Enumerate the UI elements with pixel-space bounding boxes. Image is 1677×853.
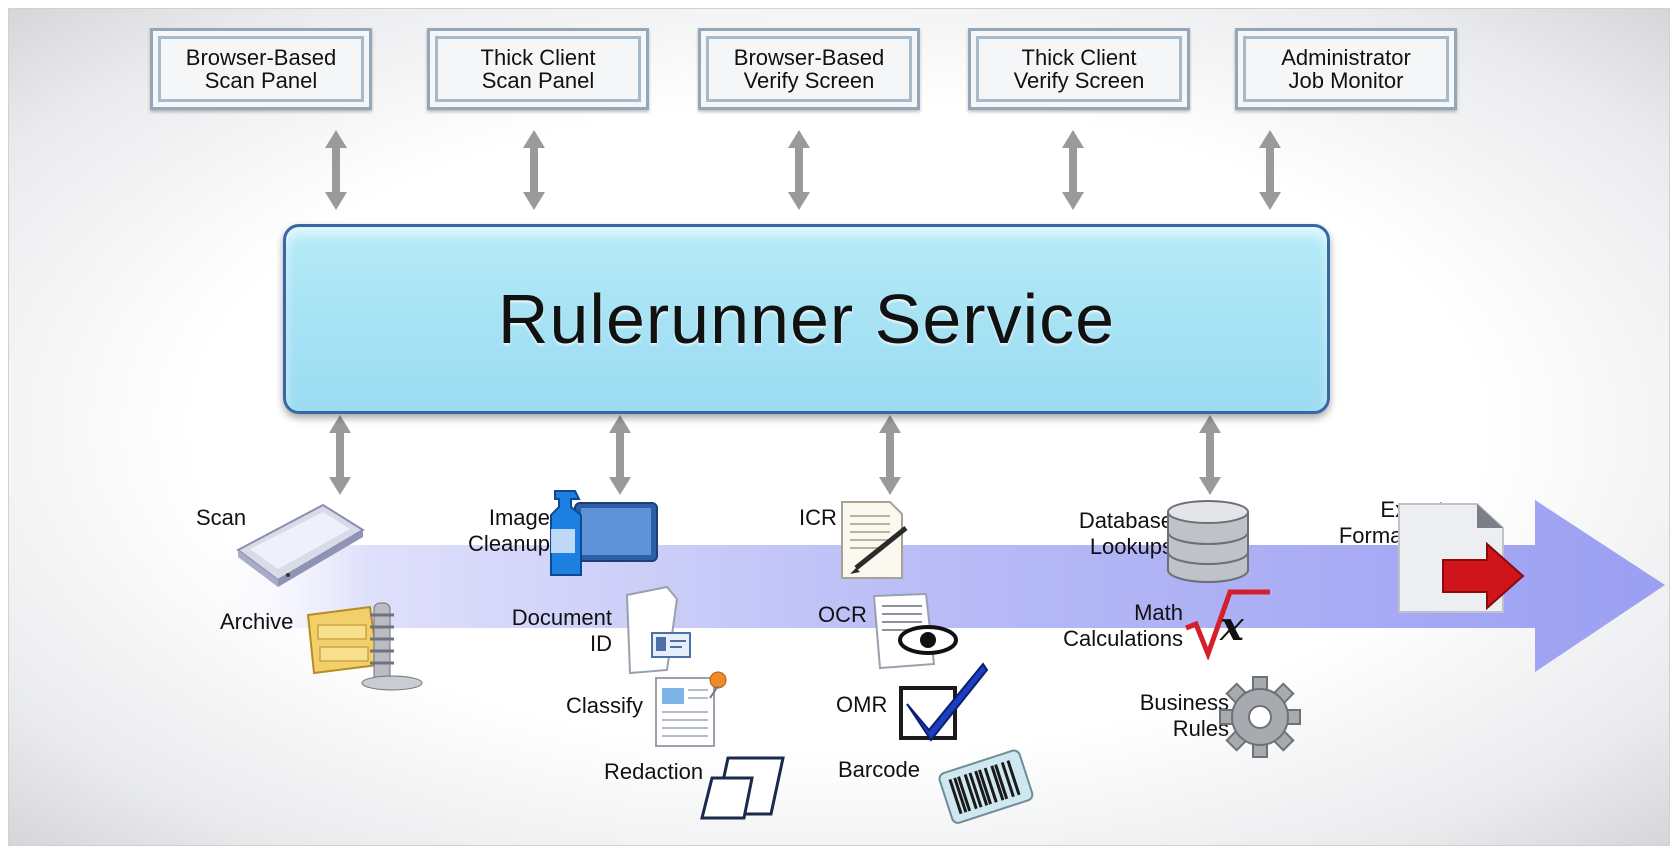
export-document-icon — [1398, 503, 1525, 613]
database-lookups-label: Database Lookups — [1078, 508, 1173, 559]
icr-label: ICR — [799, 505, 837, 530]
thick-client-verify-screen-box: Thick Client Verify Screen — [968, 28, 1190, 110]
box-label: Thick Client Scan Panel — [480, 45, 596, 93]
gear-icon — [1219, 676, 1301, 758]
administrator-job-monitor-box: Administrator Job Monitor — [1235, 28, 1457, 110]
math-calculations-label: Math Calculations — [1063, 600, 1183, 651]
image-cleanup-icon — [550, 490, 658, 576]
document-id-label: Document ID — [511, 605, 612, 656]
svg-text:x: x — [1219, 603, 1245, 650]
double-arrow-icon — [325, 130, 347, 210]
ocr-label: OCR — [818, 602, 867, 627]
double-arrow-icon — [609, 415, 631, 495]
box-label: Administrator Job Monitor — [1281, 45, 1411, 93]
redaction-icon — [700, 756, 785, 820]
scanner-icon — [236, 503, 365, 587]
double-arrow-icon — [1062, 130, 1084, 210]
math-sqrt-icon: x — [1185, 589, 1270, 660]
thick-client-scan-panel-box: Thick Client Scan Panel — [427, 28, 649, 110]
double-arrow-icon — [788, 130, 810, 210]
archive-icon — [306, 602, 423, 691]
double-arrow-icon — [1199, 415, 1221, 495]
omr-checkmark-icon — [899, 662, 989, 742]
double-arrow-icon — [329, 415, 351, 495]
database-icon — [1167, 500, 1249, 583]
ocr-icon — [872, 592, 958, 670]
rulerunner-service-box: Rulerunner Service — [283, 224, 1330, 414]
service-title: Rulerunner Service — [497, 280, 1116, 358]
redaction-label: Redaction — [604, 759, 704, 784]
box-label: Browser-Based Scan Panel — [185, 45, 337, 93]
box-label: Thick Client Verify Screen — [1013, 45, 1145, 93]
double-arrow-icon — [1259, 130, 1281, 210]
classify-icon — [655, 671, 727, 747]
browser-scan-panel-box: Browser-Based Scan Panel — [150, 28, 372, 110]
classify-label: Classify — [566, 693, 644, 718]
omr-label: OMR — [836, 692, 888, 717]
document-id-icon — [625, 585, 691, 675]
archive-label: Archive — [220, 609, 294, 634]
double-arrow-icon — [523, 130, 545, 210]
icr-icon — [841, 501, 908, 579]
barcode-icon — [938, 749, 1034, 824]
scan-label: Scan — [196, 505, 247, 530]
double-arrow-icon — [879, 415, 901, 495]
image-cleanup-label: Image Cleanup — [468, 505, 550, 556]
box-label: Browser-Based Verify Screen — [733, 45, 885, 93]
browser-verify-screen-box: Browser-Based Verify Screen — [698, 28, 920, 110]
business-rules-label: Business Rules — [1139, 690, 1229, 741]
barcode-label: Barcode — [838, 757, 920, 782]
diagram-frame — [8, 8, 1670, 846]
